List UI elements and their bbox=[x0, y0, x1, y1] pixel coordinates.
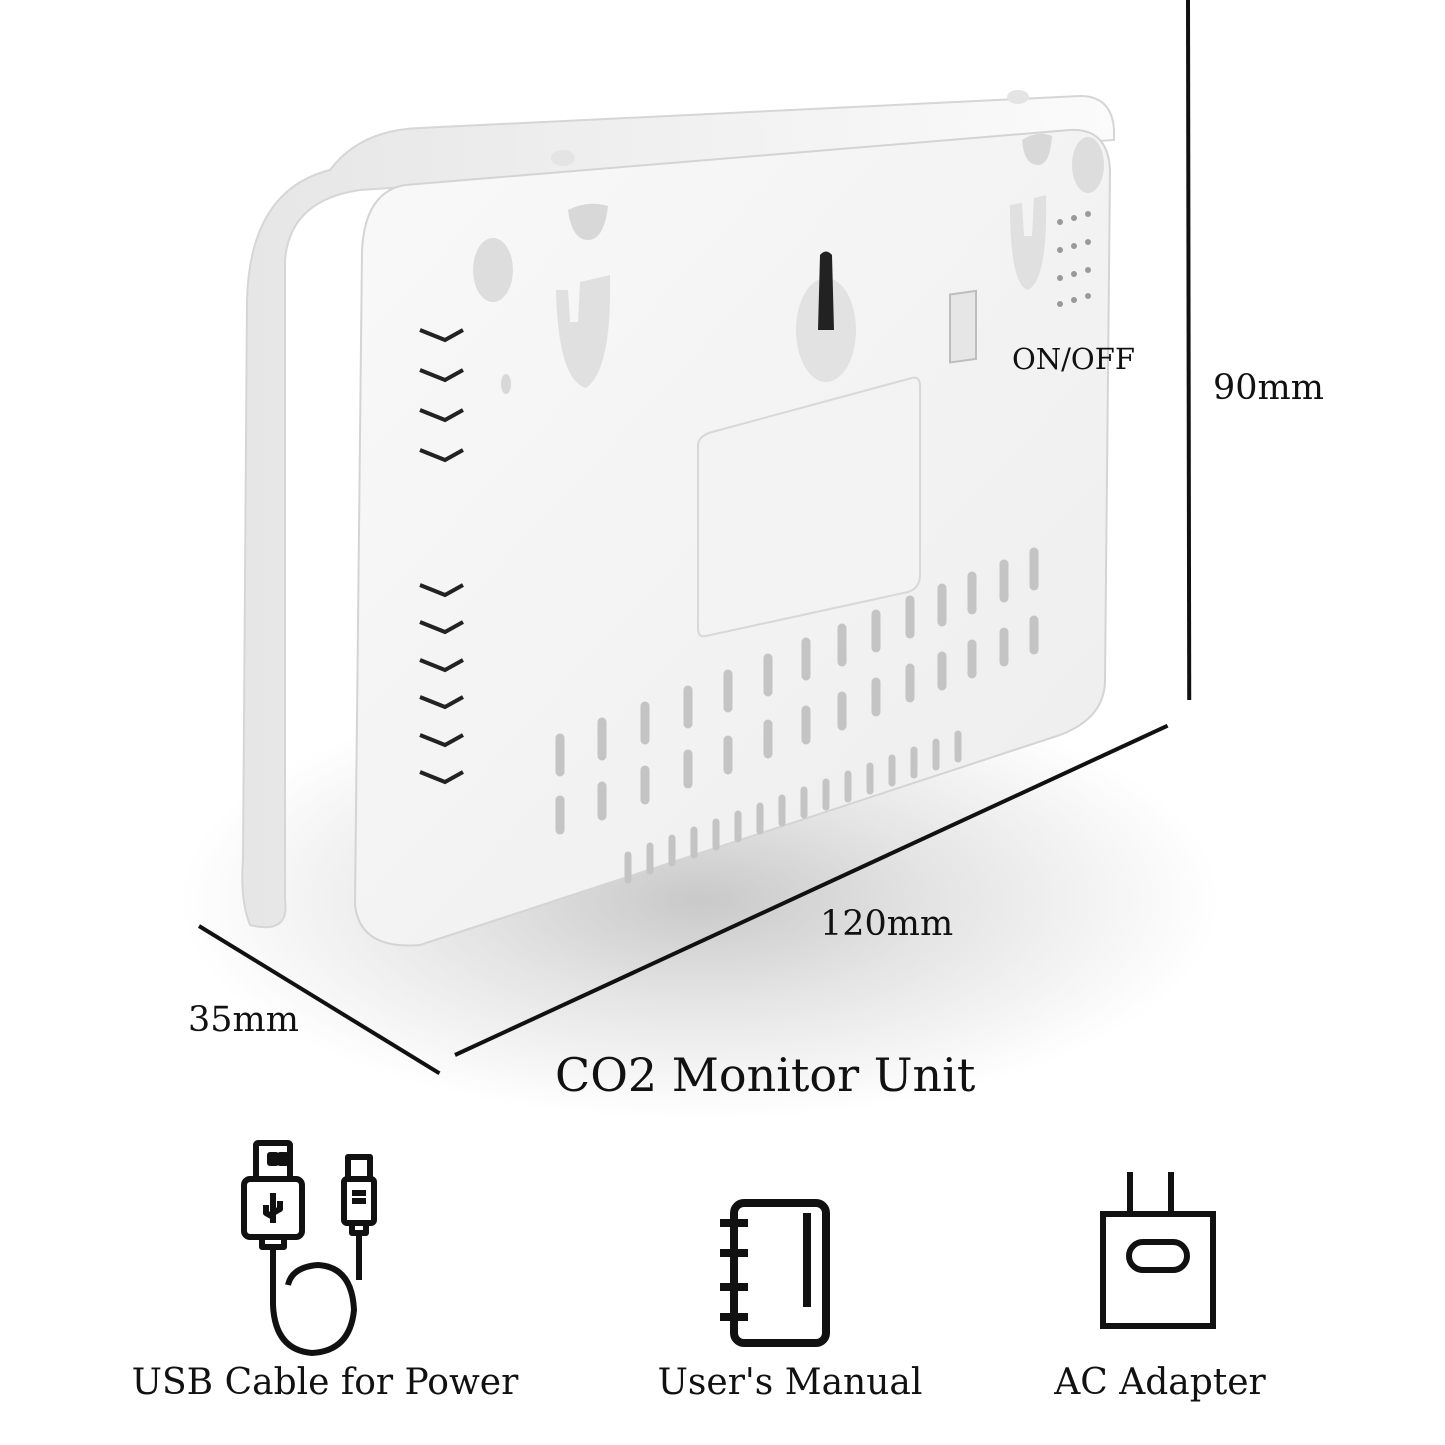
accessory-label-usb-cable: USB Cable for Power bbox=[131, 1362, 519, 1403]
accessory-label-ac-adapter: AC Adapter bbox=[1054, 1362, 1266, 1403]
usb-cable-icon bbox=[241, 1140, 377, 1356]
width-dimension-label: 120mm bbox=[820, 904, 954, 944]
accessory-label-manual: User's Manual bbox=[657, 1362, 923, 1403]
height-dimension-label: 90mm bbox=[1213, 368, 1324, 408]
manual-notebook-icon bbox=[720, 1199, 830, 1347]
co2-monitor-device bbox=[241, 90, 1115, 947]
product-title: CO2 Monitor Unit bbox=[555, 1048, 976, 1102]
ac-adapter-icon bbox=[1100, 1172, 1216, 1329]
on-off-switch-label: ON/OFF bbox=[1012, 342, 1135, 376]
depth-dimension-label: 35mm bbox=[188, 1000, 299, 1040]
